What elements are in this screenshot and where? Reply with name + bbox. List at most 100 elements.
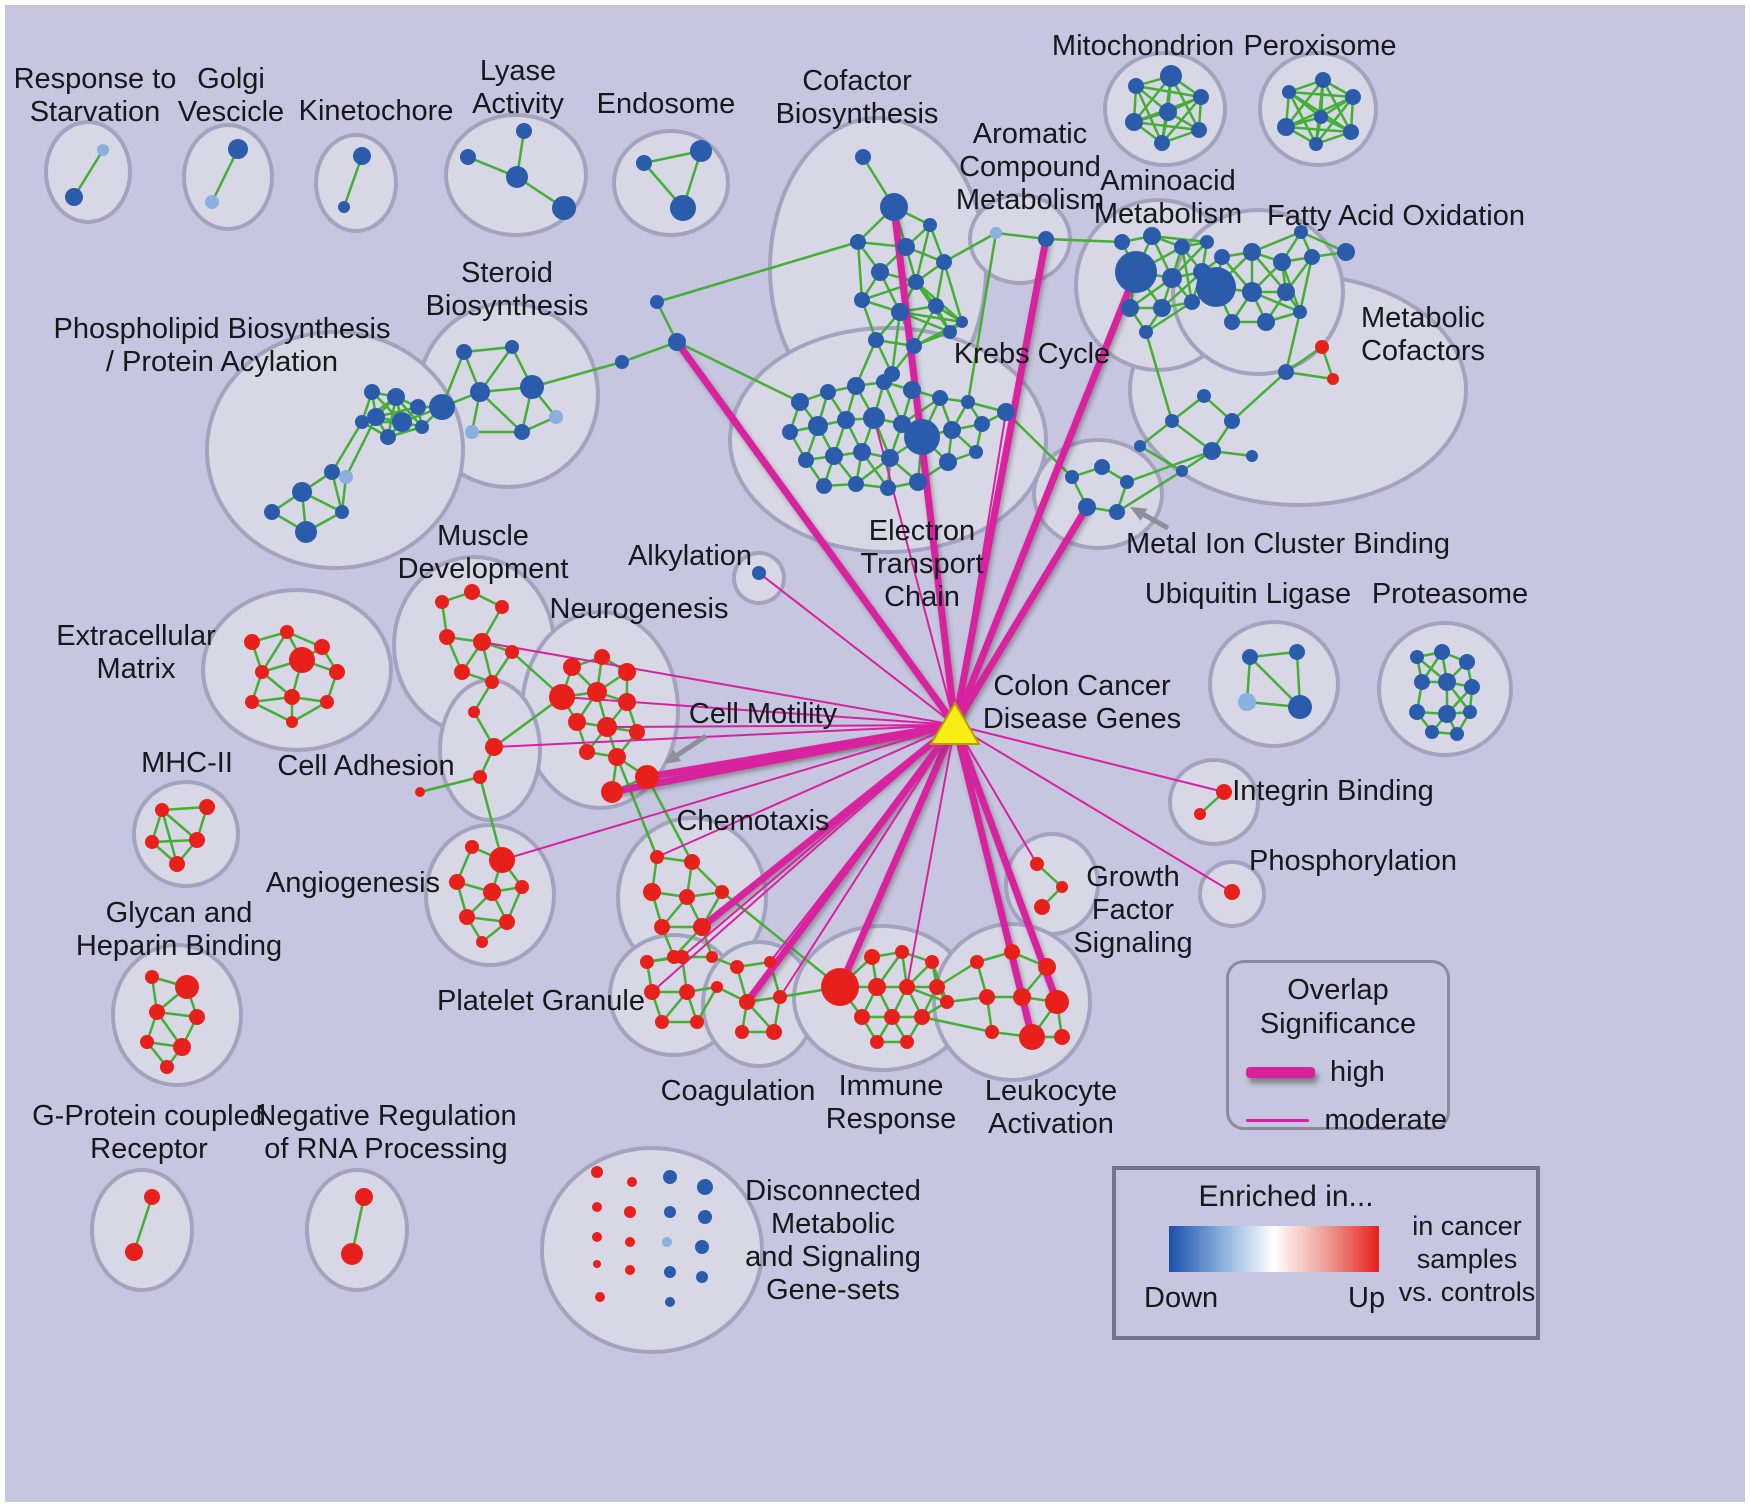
gene-set-node (1197, 389, 1211, 403)
legend-overlap-title-line2: Significance (1259, 1008, 1417, 1040)
gene-set-node (435, 595, 449, 609)
gene-set-node (155, 803, 169, 817)
gene-set-node (1273, 253, 1291, 271)
gene-overlap-edge (621, 340, 678, 364)
gene-set-node (974, 416, 990, 432)
gene-set-node (816, 478, 832, 494)
gene-set-node (1115, 251, 1157, 293)
gene-set-node (943, 421, 961, 439)
significance-edge-moderate (606, 724, 956, 728)
gene-set-node (936, 254, 952, 270)
gene-set-node (380, 429, 396, 445)
gene-set-node (1176, 465, 1188, 477)
gene-set-node (1078, 498, 1096, 516)
gene-set-node (516, 123, 532, 139)
gene-overlap-edge (943, 231, 997, 264)
gene-set-node (1194, 808, 1206, 820)
gene-set-node (505, 340, 519, 354)
gene-set-node (592, 1202, 602, 1212)
gene-set-node (837, 411, 855, 429)
gene-overlap-edge (856, 241, 864, 301)
label-endosome: Endosome (597, 88, 736, 120)
gene-set-node (706, 951, 718, 963)
significance-edge-moderate (779, 724, 956, 998)
gene-overlap-edge (1231, 371, 1287, 422)
pointer-arrowhead (1130, 507, 1148, 521)
gene-set-node (1282, 85, 1296, 99)
gene-set-node (773, 990, 787, 1004)
gene-set-node (679, 984, 695, 1000)
gene-set-node (1224, 884, 1240, 900)
gene-set-node (1238, 693, 1256, 711)
gene-set-node (1257, 313, 1275, 331)
gene-set-node (392, 412, 412, 432)
gene-set-node (1309, 137, 1323, 151)
gene-set-node (145, 835, 159, 849)
gene-set-node (1289, 644, 1305, 660)
layer-hub (929, 701, 981, 745)
significance-edge-moderate (481, 641, 956, 726)
gene-set-node (782, 424, 798, 440)
gene-set-node (1214, 249, 1230, 265)
significance-edge-moderate (954, 724, 1048, 968)
gene-set-node (1277, 118, 1295, 136)
gene-set-node (489, 847, 515, 873)
gene-overlap-edge (721, 891, 841, 988)
gene-set-node (679, 889, 695, 905)
gene-overlap-edge (132, 1196, 154, 1253)
significance-edge-moderate (501, 724, 956, 861)
gene-set-node (415, 787, 425, 797)
label-neurogenesis: Neurogenesis (550, 593, 729, 625)
gene-overlap-edge (330, 421, 364, 473)
high-significance-label: high (1330, 1056, 1385, 1088)
gene-set-node (618, 693, 636, 711)
gene-set-node (1293, 305, 1307, 319)
gene-set-node (456, 344, 472, 360)
gene-set-node (1410, 650, 1424, 664)
gene-set-node (1184, 294, 1200, 310)
significance-edge-moderate (651, 724, 956, 993)
gene-set-node (338, 201, 350, 213)
label-integrin-binding: Integrin Binding (1232, 775, 1434, 807)
gene-set-node (592, 1232, 602, 1242)
significance-edge-moderate (954, 724, 1038, 865)
gene-set-node (228, 139, 248, 159)
gene-set-node (593, 1260, 601, 1268)
high-significance-line-swatch (1246, 1067, 1315, 1078)
gene-set-node (644, 984, 660, 1000)
gene-set-node (848, 476, 864, 492)
gene-set-node (668, 333, 686, 351)
label-platelet-granule: Platelet Granule (437, 985, 645, 1017)
gene-set-node (850, 234, 866, 250)
significance-edge-high (611, 721, 956, 796)
gene-set-node (189, 1009, 205, 1025)
gene-set-node (635, 765, 659, 789)
gene-set-node (1216, 784, 1232, 800)
gene-set-node (1121, 299, 1139, 317)
label-coagulation: Coagulation (661, 1075, 816, 1107)
gene-set-node (1304, 249, 1320, 265)
gene-set-node (627, 1177, 637, 1187)
gene-set-node (961, 395, 975, 409)
gene-set-node (1054, 1029, 1070, 1045)
label-proteasome: Proteasome (1372, 578, 1528, 610)
gene-set-node (264, 504, 280, 520)
gene-overlap-edge (676, 340, 801, 404)
gene-overlap-edge (913, 320, 963, 348)
gene-overlap-edge (861, 280, 917, 302)
gene-set-node (476, 936, 488, 948)
gene-set-node (764, 956, 776, 968)
gene-set-node (549, 684, 575, 710)
gene-set-node (1143, 227, 1161, 245)
gene-overlap-edge (1134, 85, 1164, 144)
significance-edge-moderate (954, 724, 1225, 793)
gene-set-node (820, 384, 836, 400)
significance-edge-high (952, 505, 1090, 727)
